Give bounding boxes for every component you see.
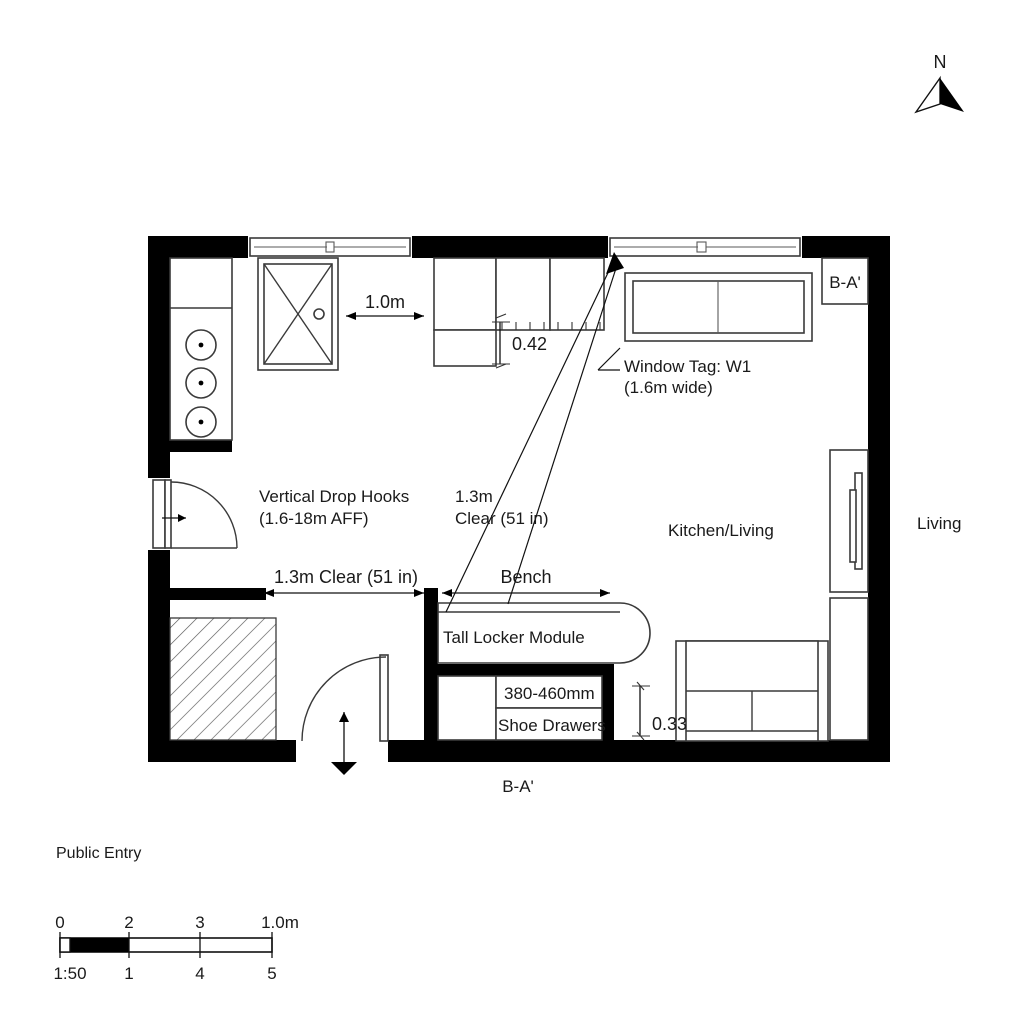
annotation-hooks-line2: (1.6-18m AFF): [259, 509, 369, 528]
partition-counter-nib: [170, 440, 232, 452]
dimension-1-0m-label: 1.0m: [365, 292, 405, 312]
exterior-label-section: B-A': [502, 777, 534, 796]
scale-bottom-label-4: 4: [195, 964, 204, 983]
partition-left-stub: [170, 588, 266, 600]
scale-ratio-label: 1:50: [53, 964, 86, 983]
appliance-fridge: [257, 257, 339, 371]
door-entry: [301, 654, 389, 775]
window-tag-leader: [445, 252, 624, 613]
annotation-shoe-drawers: Shoe Drawers: [498, 716, 606, 735]
scale-bar: 0 2 3 1.0m 1:50 1 4 5: [53, 913, 298, 983]
counter-ticks: [501, 322, 601, 330]
partition-drawer-right: [602, 664, 614, 740]
entry-marker-triangle: [331, 762, 357, 775]
dimension-bench: Bench: [442, 567, 610, 597]
kitchen-counter-top: [433, 257, 605, 367]
dimension-0-42-label: 0.42: [512, 334, 547, 354]
dimension-1-3m-clear-horizontal: 1.3m Clear (51 in): [264, 567, 424, 597]
scale-bottom-label-1: 1: [124, 964, 133, 983]
scale-top-label-unit: 1.0m: [261, 913, 299, 932]
dimension-0-33: 0.33: [632, 681, 687, 741]
dimension-0-42: 0.42: [492, 313, 547, 369]
cooktop-burners: [185, 329, 217, 438]
tall-unit-right: [829, 449, 869, 741]
exterior-label-public-entry: Public Entry: [56, 845, 141, 862]
kitchen-counter-left: [169, 257, 233, 441]
annotation-window-tag-line1: Window Tag: W1: [624, 357, 751, 376]
dimension-1-3m-clear-label: 1.3m Clear (51 in): [274, 567, 418, 587]
annotation-clearance-line1: 1.3m: [455, 487, 493, 506]
window-seat: [624, 272, 813, 342]
north-label: N: [934, 52, 947, 72]
door-opening-entry: [296, 740, 388, 762]
sofa: [675, 640, 829, 742]
dimension-1-0m: 1.0m: [346, 292, 424, 320]
exterior-label-living: Living: [917, 514, 961, 533]
annotation-window-tag-line2: (1.6m wide): [624, 378, 713, 397]
annotation-clearance-line2: Clear (51 in): [455, 509, 549, 528]
interior-partitions: [170, 440, 614, 740]
section-tag-box: B-A': [821, 257, 869, 305]
door-direction-arrow: [162, 514, 186, 522]
hatched-zone: [169, 617, 277, 741]
tall-locker-module-shape: [437, 602, 651, 664]
window-w2: [249, 237, 411, 257]
room-label-kitchen-living: Kitchen/Living: [668, 521, 774, 540]
scale-top-label-3: 3: [195, 913, 204, 932]
scale-top-label-0: 0: [55, 913, 64, 932]
dimension-0-33-label: 0.33: [652, 714, 687, 734]
annotation-tall-locker: Tall Locker Module: [443, 628, 585, 647]
dimension-bench-label: Bench: [500, 567, 551, 587]
shoe-drawers-shape: [437, 675, 603, 741]
partition-locker-horizontal: [424, 664, 614, 676]
window-w1: [609, 237, 801, 257]
section-tag-label: B-A': [829, 273, 861, 292]
scale-top-label-2: 2: [124, 913, 133, 932]
north-arrow: N: [914, 52, 964, 114]
scale-bottom-label-5: 5: [267, 964, 276, 983]
annotation-hooks-line1: Vertical Drop Hooks: [259, 487, 409, 506]
entry-direction-arrow: [339, 712, 349, 762]
annotation-drawer-depth: 380-460mm: [504, 684, 595, 703]
door-left: [152, 479, 238, 549]
